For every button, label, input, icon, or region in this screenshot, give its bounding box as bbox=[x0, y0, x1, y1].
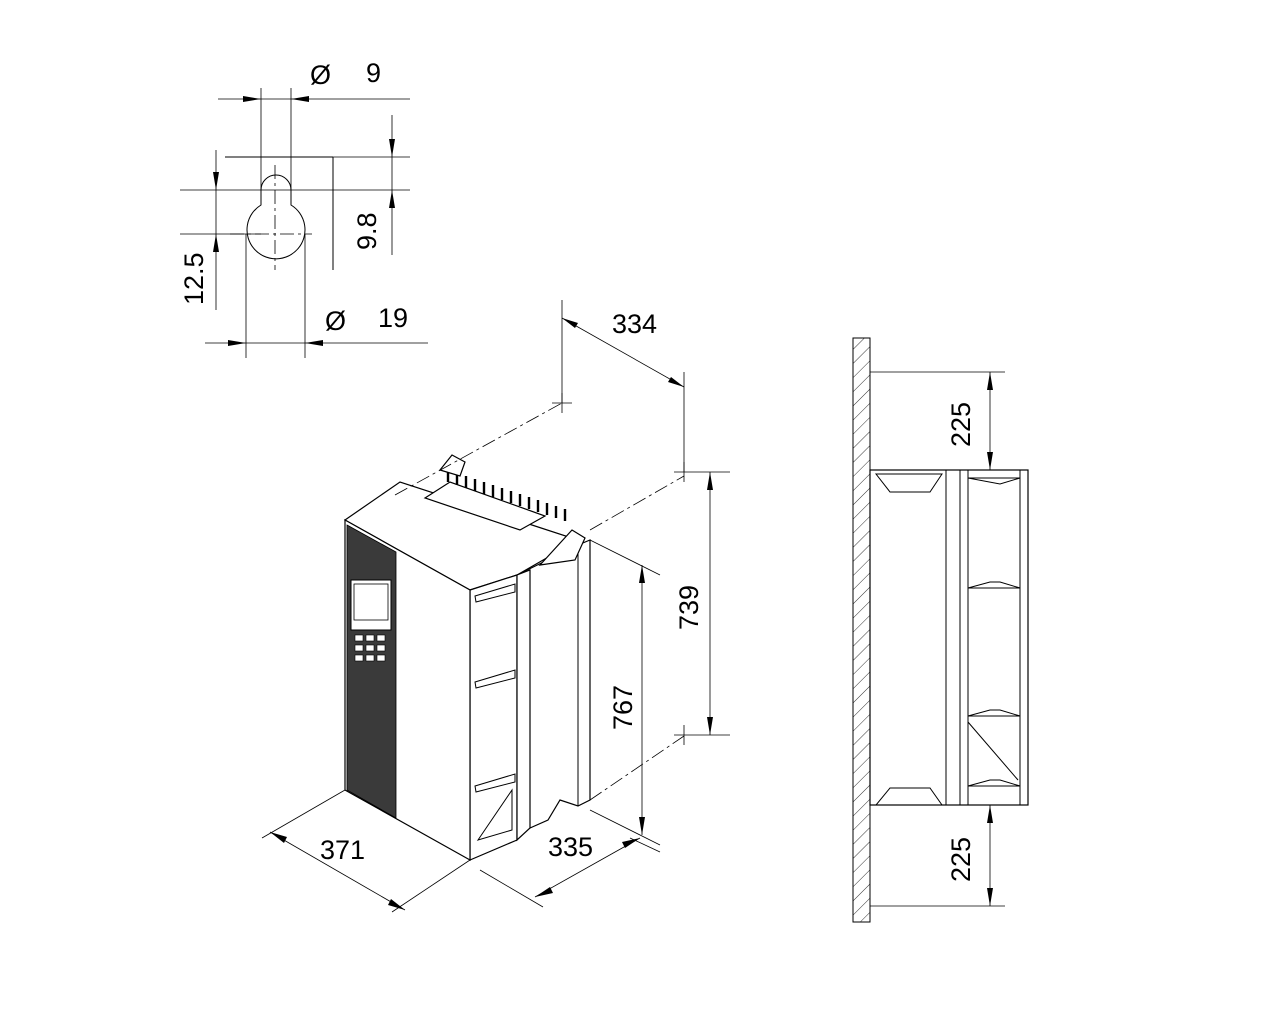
side-rib bbox=[967, 709, 1021, 717]
arrow bbox=[707, 717, 713, 735]
diameter-symbol: Ø bbox=[310, 60, 331, 90]
arrow bbox=[305, 340, 323, 346]
dim-label-width: 371 bbox=[320, 835, 365, 865]
dim-label-mount-horizontal: 334 bbox=[612, 309, 657, 339]
keypad bbox=[354, 634, 386, 662]
display-window bbox=[353, 583, 389, 621]
arrow bbox=[987, 888, 993, 906]
arrow bbox=[389, 139, 395, 157]
arrow bbox=[707, 472, 713, 490]
dim-label-height: 767 bbox=[608, 685, 638, 730]
arrow bbox=[243, 96, 261, 102]
dim-label-hole-diameter: 19 bbox=[378, 303, 408, 333]
side-rib bbox=[474, 583, 516, 603]
dim-label-slot-diameter: 9 bbox=[366, 58, 381, 88]
side-rib bbox=[474, 669, 516, 689]
top-panel bbox=[423, 481, 547, 531]
arrow bbox=[668, 377, 684, 387]
dim-label-hole-offset: 12.5 bbox=[179, 252, 209, 305]
side-rib bbox=[474, 773, 516, 793]
dim-line-371 bbox=[269, 831, 406, 911]
side-view: 225 225 bbox=[852, 337, 1029, 923]
dim-label-depth: 335 bbox=[548, 832, 593, 862]
wall-hatch bbox=[852, 337, 871, 923]
arrow bbox=[389, 190, 395, 208]
arrow bbox=[388, 899, 405, 910]
side-rib bbox=[967, 779, 1021, 787]
arrow bbox=[213, 172, 219, 190]
ext-line bbox=[391, 859, 471, 913]
arrow bbox=[987, 452, 993, 470]
top-mount-flange bbox=[874, 473, 943, 493]
arrow bbox=[291, 96, 309, 102]
device-side-outline bbox=[869, 469, 1029, 806]
front-grille bbox=[346, 524, 397, 819]
ext-line bbox=[589, 539, 661, 576]
side-brace bbox=[967, 721, 1019, 781]
arrow bbox=[535, 887, 553, 897]
arrow bbox=[562, 318, 578, 328]
arrow bbox=[987, 372, 993, 390]
isometric-view: 334 739 767 371 335 bbox=[261, 300, 730, 913]
mount-centerline bbox=[589, 735, 685, 801]
side-brace bbox=[476, 788, 513, 841]
mount-centerline bbox=[589, 475, 685, 531]
keyhole-outline bbox=[246, 174, 306, 260]
dim-label-slot-offset: 9.8 bbox=[352, 212, 382, 250]
arrow bbox=[622, 838, 640, 848]
dim-label-clearance-bottom: 225 bbox=[946, 837, 976, 882]
mount-centerline bbox=[394, 402, 563, 496]
ext-line bbox=[479, 869, 544, 908]
keyhole-detail: Ø 9 9.8 12.5 Ø 19 bbox=[179, 58, 428, 358]
arrow bbox=[639, 817, 645, 835]
diameter-symbol: Ø bbox=[325, 306, 346, 336]
top-mount-tab bbox=[438, 454, 466, 477]
bottom-mount-flange bbox=[874, 787, 943, 806]
arrow bbox=[270, 832, 287, 843]
dim-line-335 bbox=[534, 837, 641, 898]
ext-line bbox=[261, 789, 346, 839]
arrow bbox=[213, 234, 219, 252]
side-rib bbox=[967, 477, 1021, 485]
arrow bbox=[228, 340, 246, 346]
dim-line-334 bbox=[561, 317, 685, 388]
side-rib bbox=[967, 581, 1021, 589]
arrow bbox=[987, 805, 993, 823]
side-flange bbox=[516, 569, 531, 842]
arrow bbox=[639, 565, 645, 583]
top-mount-tab bbox=[538, 529, 586, 566]
ext-line bbox=[589, 809, 661, 846]
dim-label-clearance-top: 225 bbox=[946, 402, 976, 447]
dim-label-mount-vertical: 739 bbox=[674, 585, 704, 630]
